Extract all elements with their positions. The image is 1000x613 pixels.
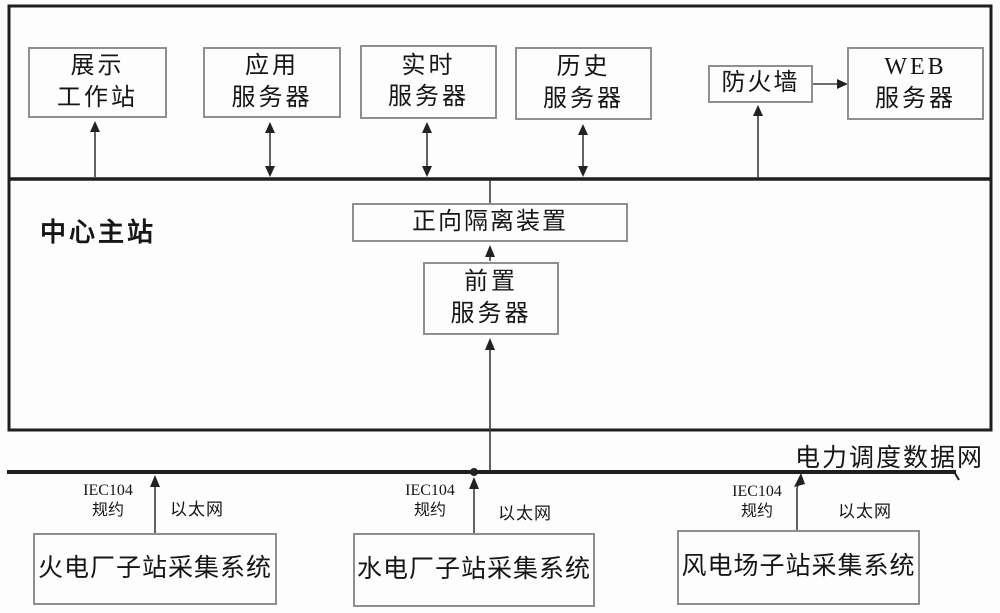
node-wind-substation: 风电场子站采集系统 xyxy=(677,530,920,605)
center-station-label: 中心主站 xyxy=(40,217,157,247)
arrow-history-server xyxy=(578,124,588,177)
arrow-firewall-up xyxy=(753,105,763,178)
frame-lines xyxy=(7,4,993,481)
arrow-wind-to-bus xyxy=(794,473,805,530)
node-firewall: 防火墙 xyxy=(708,65,813,103)
arrow-thermal-to-bus xyxy=(150,475,160,533)
arrow-display-workstation xyxy=(90,121,100,177)
node-history-server: 历史 服务器 xyxy=(515,47,652,120)
node-realtime-server: 实时 服务器 xyxy=(360,45,497,119)
node-app-server: 应用 服务器 xyxy=(203,47,341,118)
arrow-firewall-to-web xyxy=(813,79,848,89)
ethernet-label-middle: 以太网 xyxy=(498,504,552,523)
arrow-hydro-to-bus xyxy=(469,468,479,533)
node-front-server: 前置 服务器 xyxy=(423,262,559,335)
bus-end-tick xyxy=(952,469,960,481)
arrow-app-server xyxy=(265,122,275,177)
iec104-label-right: IEC104 规约 xyxy=(732,483,782,520)
dispatch-network-label: 电力调度数据网 xyxy=(795,445,985,472)
node-isolation-device: 正向隔离装置 xyxy=(352,203,628,242)
node-hydro-substation: 水电厂子站采集系统 xyxy=(353,533,595,607)
bus-junction-dot xyxy=(470,468,478,476)
arrow-front-to-isolation xyxy=(485,245,495,261)
node-display-workstation: 展示 工作站 xyxy=(28,47,167,118)
arrow-realtime-server xyxy=(422,122,432,177)
ethernet-label-right: 以太网 xyxy=(838,502,892,521)
ethernet-label-left: 以太网 xyxy=(170,500,224,519)
node-thermal-substation: 火电厂子站采集系统 xyxy=(33,533,277,605)
arrow-bus-to-front-server xyxy=(485,338,495,471)
node-web-server: WEB 服务器 xyxy=(847,47,984,120)
iec104-label-middle: IEC104 规约 xyxy=(405,482,455,519)
iec104-label-left: IEC104 规约 xyxy=(83,482,133,519)
outer-frame xyxy=(7,4,993,432)
